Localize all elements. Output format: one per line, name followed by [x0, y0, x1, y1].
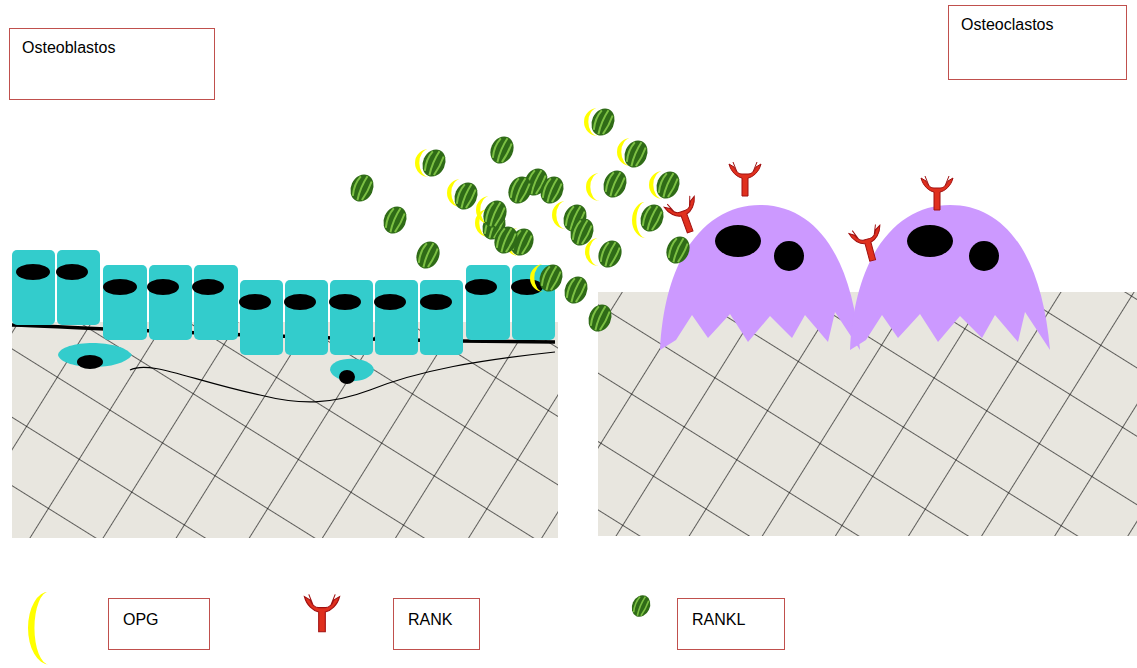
osteoclast-cell: [660, 205, 1050, 350]
legend-sample: [628, 592, 653, 620]
bone-matrix: [12, 322, 558, 538]
osteoblast-cell: [12, 250, 555, 355]
legend-sample: [304, 594, 339, 631]
legend-item: RANK: [393, 598, 480, 650]
legend-text: OPG: [123, 611, 159, 628]
legend-text: RANKL: [692, 611, 745, 628]
legend-item: RANKL: [677, 598, 785, 650]
cell-label: Osteoblastos: [22, 39, 214, 57]
opg-rankl-complex: [415, 105, 684, 296]
cell-nucleus: [16, 264, 543, 310]
label-box: Osteoclastos: [948, 5, 1127, 80]
cell-label: Osteoclastos: [961, 16, 1126, 34]
legend-item: OPG: [108, 598, 210, 650]
label-box: Osteoblastos: [9, 28, 215, 100]
cell-nucleus: [715, 225, 999, 271]
rank-receptor: [663, 162, 953, 265]
legend-text: RANK: [408, 611, 452, 628]
legend-sample: [28, 592, 49, 665]
rankl-molecule: [346, 133, 694, 336]
